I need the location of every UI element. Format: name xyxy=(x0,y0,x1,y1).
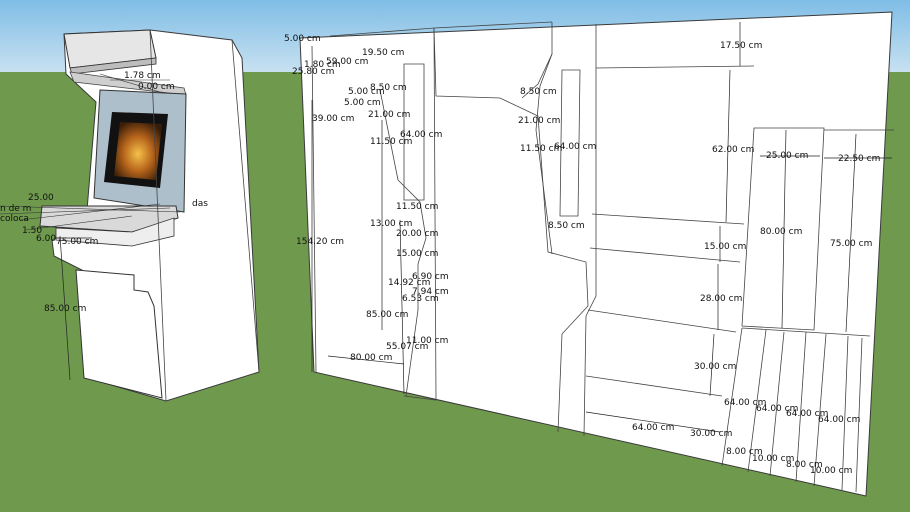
dim-label: 21.00 cm xyxy=(518,116,560,126)
arcade-cabinet xyxy=(0,29,260,402)
dim-label: 64.00 cm xyxy=(632,423,674,433)
dim-label: 1.80 cm xyxy=(304,60,341,70)
dim-label: 10.00 cm xyxy=(752,454,794,464)
dim-label: 62.00 cm xyxy=(712,145,754,155)
cab-label-150: 1.50 xyxy=(22,226,42,236)
dim-label: 15.00 cm xyxy=(396,249,438,259)
dim-label: 39.00 cm xyxy=(312,114,354,124)
cabinet-lower-door xyxy=(75,269,163,399)
cab-width-75: 75.00 cm xyxy=(56,237,98,247)
dim-label: 64.00 cm xyxy=(756,404,798,414)
dim-label: 59.00 cm xyxy=(326,57,368,67)
dim-label: 22.50 cm xyxy=(838,154,880,164)
dim-label: 14.92 cm xyxy=(388,278,430,288)
dim-label: 80.00 cm xyxy=(760,227,802,237)
cabinet-labels: 25.00 n de m coloca 1.50 6.00 75.00 cm 8… xyxy=(0,71,208,314)
cab-marquee-000: 0.00 cm xyxy=(138,82,175,92)
dim-label: 64.00 cm xyxy=(554,142,596,152)
dim-label: 19.50 cm xyxy=(362,48,404,58)
dimension-labels: 5.00 cm 19.50 cm 59.00 cm 1.80 cm 25.80 … xyxy=(284,34,880,476)
cab-label-nde: n de m xyxy=(0,204,31,214)
dim-label: 64.00 cm xyxy=(400,130,442,140)
dim-label: 11.00 cm xyxy=(406,336,448,346)
dim-label: 75.00 cm xyxy=(830,239,872,249)
dim-label: 25.00 cm xyxy=(766,151,808,161)
dim-label: 8.50 cm xyxy=(370,83,407,93)
cab-label-coloca: coloca xyxy=(0,214,29,224)
cab-height-85: 85.00 cm xyxy=(44,304,86,314)
dim-label: 8.50 cm xyxy=(548,221,585,231)
dim-label: 6.53 cm xyxy=(402,294,439,304)
dim-label: 8.50 cm xyxy=(520,87,557,97)
dim-label: 11.50 cm xyxy=(520,144,562,154)
dim-label: 80.00 cm xyxy=(350,353,392,363)
dim-label: 85.00 cm xyxy=(366,310,408,320)
dim-label: 5.00 cm xyxy=(348,87,385,97)
dim-label: 30.00 cm xyxy=(694,362,736,372)
dim-label: 5.00 cm xyxy=(284,34,321,44)
cab-marquee-178: 1.78 cm xyxy=(124,71,161,81)
dim-label: 15.00 cm xyxy=(704,242,746,252)
dim-label: 10.00 cm xyxy=(810,466,852,476)
dim-label: 17.50 cm xyxy=(720,41,762,51)
dim-label: 6.90 cm xyxy=(412,272,449,282)
dim-label: 55.07 cm xyxy=(386,342,428,352)
dim-label: 64.00 cm xyxy=(724,398,766,408)
cabinet-leader-lines xyxy=(0,73,181,231)
dim-label: 30.00 cm xyxy=(690,429,732,439)
dim-label: 64.00 cm xyxy=(818,415,860,425)
dim-label: 11.50 cm xyxy=(396,202,438,212)
cab-label-25: 25.00 xyxy=(28,193,54,203)
cab-label-600: 6.00 xyxy=(36,234,56,244)
dim-label: 13.00 cm xyxy=(370,219,412,229)
dim-label: 8.00 cm xyxy=(726,447,763,457)
dim-label: 154.20 cm xyxy=(296,237,344,247)
dim-label: 25.80 cm xyxy=(292,67,334,77)
panel-layout: 5.00 cm 19.50 cm 59.00 cm 1.80 cm 25.80 … xyxy=(284,11,894,497)
dim-label: 21.00 cm xyxy=(368,110,410,120)
dim-label: 20.00 cm xyxy=(396,229,438,239)
dim-label: 28.00 cm xyxy=(700,294,742,304)
dim-label: 7.94 cm xyxy=(412,287,449,297)
dim-label: 5.00 cm xyxy=(344,98,381,108)
dim-label: 8.00 cm xyxy=(786,460,823,470)
cab-label-das: das xyxy=(192,199,208,209)
dim-label: 64.00 cm xyxy=(786,409,828,419)
dim-label: 11.50 cm xyxy=(370,137,412,147)
